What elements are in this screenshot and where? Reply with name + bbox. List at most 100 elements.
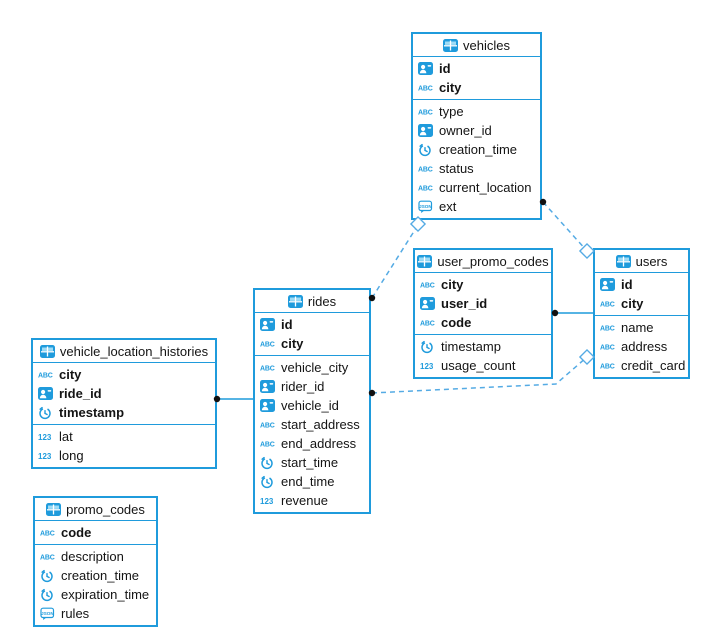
id-badge-icon: [600, 278, 617, 291]
relationship-diamond-endpoint: [578, 242, 596, 260]
id-badge-icon: [418, 124, 435, 137]
column-row[interactable]: expiration_time: [35, 585, 156, 604]
svg-text:ABC: ABC: [40, 555, 55, 562]
table-header[interactable]: vehicle_location_histories: [33, 340, 215, 363]
column-name: id: [281, 317, 293, 332]
abc-text-icon: ABC: [418, 106, 435, 117]
column-name: city: [59, 367, 82, 382]
abc-text-icon: ABC: [418, 163, 435, 174]
table-header[interactable]: user_promo_codes: [415, 250, 551, 273]
abc-text-icon: ABC: [40, 527, 57, 538]
table-header[interactable]: promo_codes: [35, 498, 156, 521]
abc-text-icon: ABC: [600, 322, 617, 333]
column-name: timestamp: [441, 339, 501, 354]
relationship-diamond-endpoint: [578, 348, 596, 366]
column-row[interactable]: timestamp: [415, 337, 551, 356]
abc-text-icon: ABC: [600, 298, 617, 309]
table-header[interactable]: users: [595, 250, 688, 273]
svg-text:ABC: ABC: [600, 326, 615, 333]
abc-text-icon: ABC: [600, 341, 617, 352]
svg-text:123: 123: [38, 452, 52, 461]
abc-text-icon: ABC: [420, 279, 437, 290]
column-row[interactable]: vehicle_id: [255, 396, 369, 415]
column-row[interactable]: start_time: [255, 453, 369, 472]
number-123-icon: 123: [420, 360, 437, 371]
abc-text-icon: ABC: [260, 362, 277, 373]
clock-icon: [40, 569, 57, 583]
number-123-icon: 123: [38, 431, 55, 442]
column-row[interactable]: ride_id: [33, 384, 215, 403]
column-name: usage_count: [441, 358, 516, 373]
relationship-line-vehicles-users[interactable]: [542, 201, 588, 252]
svg-text:ABC: ABC: [600, 345, 615, 352]
table-header[interactable]: vehicles: [413, 34, 540, 57]
column-name: id: [439, 61, 451, 76]
svg-text:ABC: ABC: [600, 364, 615, 371]
table-header[interactable]: rides: [255, 290, 369, 313]
relationship-line-rides-vehicles[interactable]: [371, 224, 419, 299]
abc-text-icon: ABC: [600, 360, 617, 371]
column-row[interactable]: user_id: [415, 294, 551, 313]
column-row[interactable]: id: [255, 315, 369, 334]
column-row[interactable]: rider_id: [255, 377, 369, 396]
column-row[interactable]: ABC vehicle_city: [255, 358, 369, 377]
table-name: user_promo_codes: [437, 253, 549, 269]
column-name: lat: [59, 429, 73, 444]
svg-text:ABC: ABC: [40, 531, 55, 538]
abc-text-icon: ABC: [418, 182, 435, 193]
column-name: creation_time: [61, 568, 140, 583]
column-name: city: [281, 336, 304, 351]
id-badge-icon: [260, 318, 277, 331]
column-row[interactable]: 123 lat: [33, 427, 215, 446]
column-row[interactable]: id: [595, 275, 688, 294]
column-row[interactable]: 123 usage_count: [415, 356, 551, 375]
clock-icon: [260, 475, 277, 489]
column-row[interactable]: creation_time: [413, 140, 540, 159]
svg-text:123: 123: [420, 362, 434, 371]
column-row[interactable]: end_time: [255, 472, 369, 491]
column-row[interactable]: id: [413, 59, 540, 78]
column-row[interactable]: timestamp: [33, 403, 215, 422]
svg-text:ABC: ABC: [418, 167, 433, 174]
svg-text:JSON: JSON: [419, 204, 432, 209]
column-name: address: [621, 339, 668, 354]
column-name: vehicle_city: [281, 360, 349, 375]
column-row[interactable]: creation_time: [35, 566, 156, 585]
column-name: start_time: [281, 455, 339, 470]
column-row[interactable]: owner_id: [413, 121, 540, 140]
column-name: expiration_time: [61, 587, 150, 602]
svg-text:ABC: ABC: [418, 110, 433, 117]
column-row[interactable]: ABC address: [595, 337, 688, 356]
